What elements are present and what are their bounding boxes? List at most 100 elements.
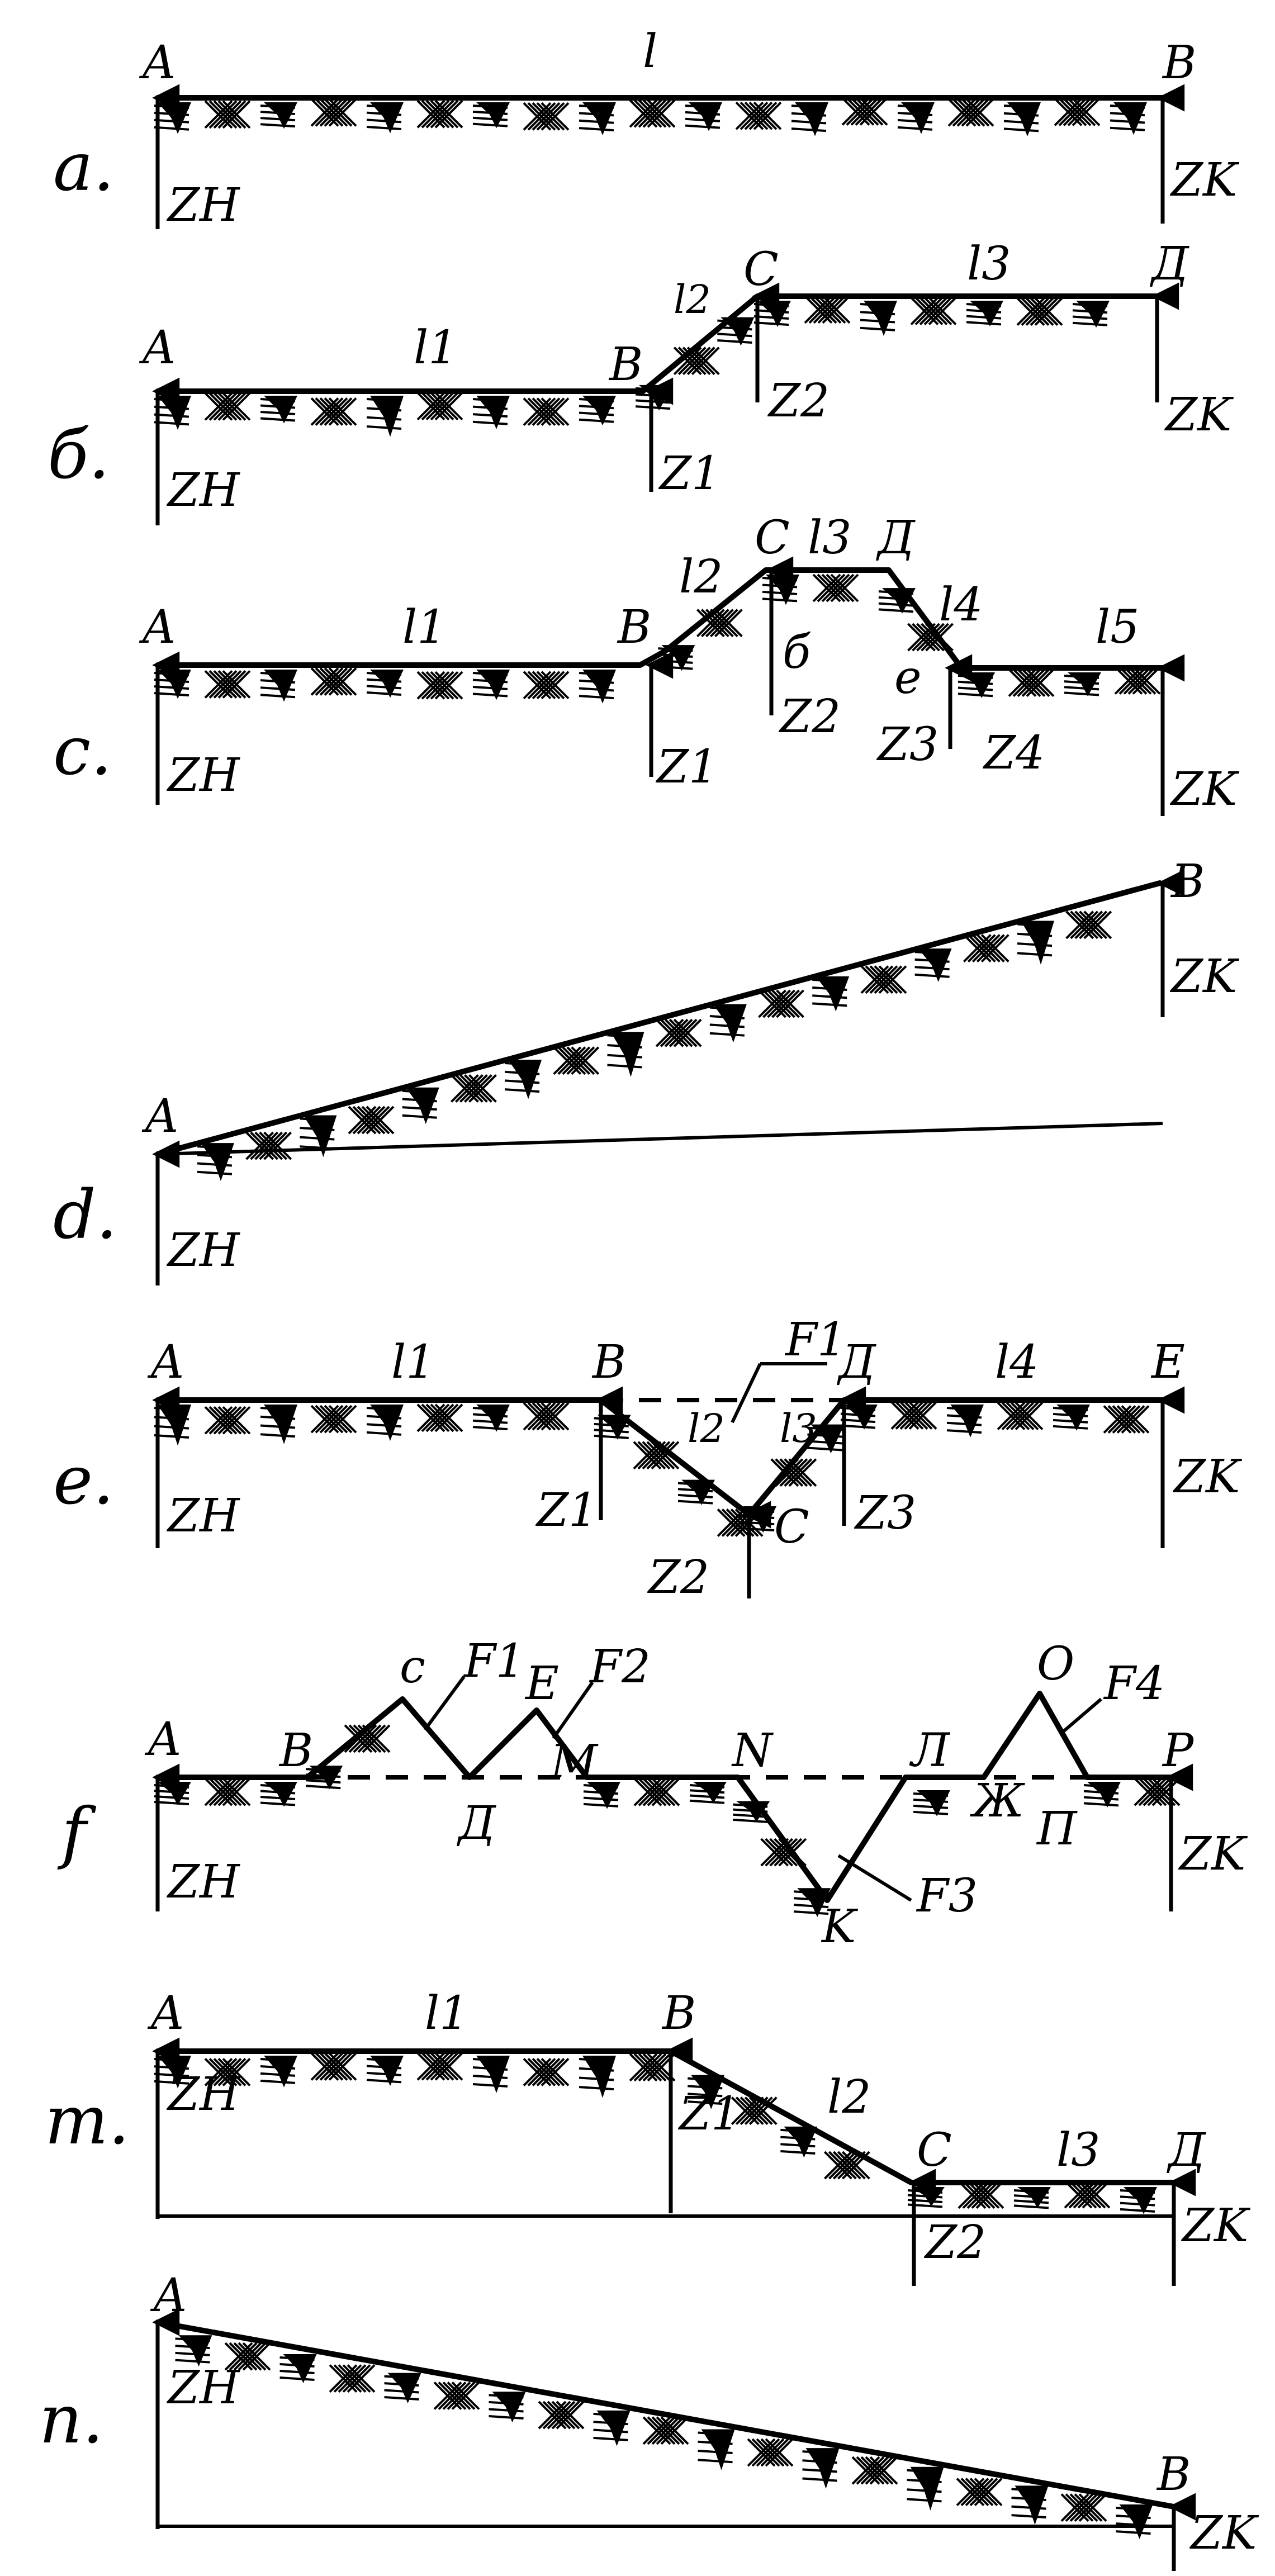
diagram-b-point-D: Д bbox=[1150, 238, 1189, 291]
soil-stroke bbox=[579, 2067, 614, 2072]
soil-stroke bbox=[260, 686, 296, 691]
diagram-b-segment-l1: l1 bbox=[414, 321, 457, 374]
diagram-e-point-E: E bbox=[1150, 1336, 1185, 1389]
soil-crosshatch bbox=[208, 392, 238, 421]
soil-crosshatch bbox=[213, 1406, 242, 1435]
soil-crosshatch bbox=[1034, 297, 1063, 326]
soil-stroke bbox=[472, 110, 508, 115]
diagram-a: a. A B l ZH ZK bbox=[53, 25, 1240, 232]
soil-wedge bbox=[797, 1888, 831, 1918]
soil-stroke bbox=[579, 105, 614, 109]
soil-stroke bbox=[966, 303, 1002, 307]
soil-stroke bbox=[154, 1425, 189, 1430]
soil-stroke bbox=[677, 1488, 713, 1493]
diagram-f-point-E: E bbox=[524, 1657, 559, 1710]
soil-stroke bbox=[878, 608, 914, 613]
soil-crosshatch bbox=[541, 1402, 570, 1431]
soil-crosshatch bbox=[541, 102, 570, 131]
soil-crosshatch bbox=[969, 2478, 998, 2507]
soil-stroke bbox=[504, 1070, 540, 1075]
soil-wedge bbox=[1124, 2187, 1157, 2214]
soil-crosshatch bbox=[735, 2096, 764, 2126]
diagram-f-point-A: A bbox=[144, 1713, 181, 1766]
soil-wedge bbox=[370, 396, 404, 437]
soil-crosshatch bbox=[960, 2478, 989, 2507]
soil-crosshatch bbox=[328, 667, 357, 696]
soil-crosshatch bbox=[709, 609, 738, 638]
soil-stroke bbox=[472, 672, 508, 676]
soil-stroke bbox=[472, 116, 508, 121]
soil-stroke bbox=[1110, 119, 1145, 124]
soil-crosshatch bbox=[664, 1018, 693, 1047]
diagram-f-soil-1 bbox=[154, 1777, 297, 1807]
diagram-b-segment-l3: l3 bbox=[967, 238, 1011, 291]
soil-crosshatch bbox=[348, 1724, 377, 1753]
soil-stroke bbox=[897, 126, 933, 131]
soil-wedge bbox=[476, 396, 510, 429]
soil-stroke bbox=[946, 1414, 982, 1419]
soil-crosshatch bbox=[1025, 297, 1054, 326]
diagram-b-segment-l2: l2 bbox=[674, 277, 711, 322]
soil-stroke bbox=[366, 2079, 402, 2084]
soil-wedge bbox=[476, 1405, 510, 1432]
soil-crosshatch bbox=[966, 2180, 996, 2209]
diagram-d-soil-hatching bbox=[197, 910, 1112, 1182]
soil-wedge bbox=[582, 2056, 616, 2098]
soil-crosshatch bbox=[1083, 910, 1112, 940]
soil-crosshatch bbox=[434, 671, 463, 700]
soil-stroke bbox=[197, 1145, 233, 1150]
soil-stroke bbox=[946, 1429, 982, 1434]
soil-crosshatch bbox=[541, 397, 570, 426]
soil-stroke bbox=[1017, 942, 1053, 947]
diagram-f-leader-F4 bbox=[1061, 1697, 1102, 1734]
soil-stroke bbox=[914, 951, 950, 956]
soil-crosshatch bbox=[217, 1777, 247, 1806]
soil-stroke bbox=[677, 1493, 713, 1498]
soil-stroke bbox=[860, 326, 895, 331]
soil-crosshatch bbox=[527, 1402, 556, 1431]
soil-crosshatch bbox=[832, 2151, 861, 2180]
soil-crosshatch bbox=[557, 1046, 586, 1075]
soil-crosshatch bbox=[324, 1405, 353, 1434]
diagram-e: e. A B C Д E l1 l2 l3 l4 F1 ZH Z1 Z2 Z3 … bbox=[53, 1313, 1243, 1604]
diagram-m-label: m. bbox=[45, 2082, 130, 2160]
soil-stroke bbox=[366, 2065, 402, 2070]
soil-crosshatch bbox=[536, 1402, 565, 1431]
soil-stroke bbox=[366, 691, 402, 696]
soil-stroke bbox=[688, 2093, 723, 2098]
soil-crosshatch bbox=[774, 1838, 803, 1867]
soil-stroke bbox=[658, 659, 693, 664]
diagram-c-segment-l1: l1 bbox=[402, 601, 446, 654]
soil-stroke bbox=[897, 105, 933, 109]
soil-wedge bbox=[370, 102, 404, 134]
diagram-a-segment-l: l bbox=[643, 25, 657, 78]
soil-crosshatch bbox=[421, 2052, 450, 2081]
soil-stroke bbox=[154, 2072, 189, 2077]
diagram-f-mark-zh: Ж bbox=[970, 1775, 1025, 1828]
soil-stroke bbox=[504, 1062, 540, 1067]
soil-crosshatch bbox=[315, 2052, 344, 2081]
soil-crosshatch bbox=[421, 1403, 450, 1432]
soil-wedge bbox=[610, 1032, 644, 1077]
soil-stroke bbox=[306, 1773, 341, 1778]
soil-crosshatch bbox=[566, 1046, 595, 1075]
soil-stroke bbox=[154, 421, 189, 426]
soil-crosshatch bbox=[899, 1401, 928, 1430]
soil-crosshatch bbox=[547, 2401, 576, 2430]
soil-crosshatch bbox=[213, 1777, 242, 1806]
soil-stroke bbox=[154, 413, 189, 418]
soil-stroke bbox=[1083, 1790, 1119, 1795]
soil-crosshatch bbox=[837, 2151, 866, 2180]
soil-stroke bbox=[791, 112, 827, 117]
soil-stroke bbox=[579, 398, 614, 402]
soil-wedge bbox=[200, 1143, 234, 1182]
diagram-m-point-B: B bbox=[661, 1987, 696, 2040]
diagram-e-z-2: Z2 bbox=[647, 1551, 709, 1604]
diagram-n-z-end: ZK bbox=[1189, 2507, 1259, 2560]
soil-crosshatch bbox=[366, 1106, 395, 1135]
soil-stroke bbox=[812, 994, 847, 999]
soil-stroke bbox=[897, 118, 933, 124]
soil-crosshatch bbox=[213, 392, 242, 421]
soil-stroke bbox=[504, 1088, 540, 1093]
soil-stroke bbox=[366, 126, 402, 131]
